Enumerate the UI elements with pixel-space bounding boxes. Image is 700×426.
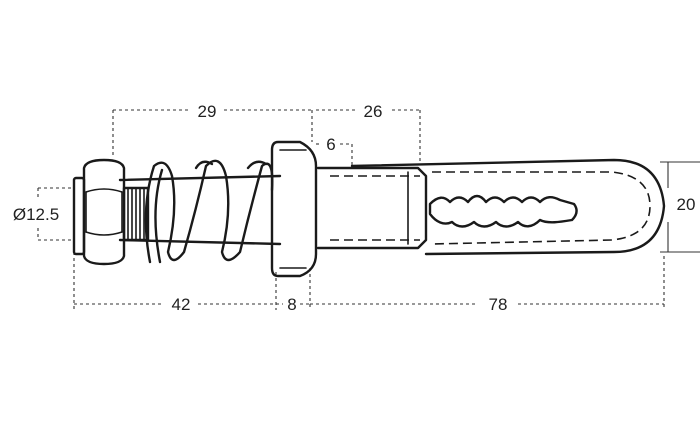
coil-spring bbox=[144, 159, 274, 264]
hex-nut bbox=[72, 158, 126, 266]
dim-29-label: 29 bbox=[198, 102, 217, 121]
dim-42-label: 42 bbox=[172, 295, 191, 314]
dim-8-label: 8 bbox=[287, 295, 296, 314]
dim-78-label: 78 bbox=[489, 295, 508, 314]
dim-20-label: 20 bbox=[677, 195, 696, 214]
dim-diameter-label: Ø12.5 bbox=[13, 205, 59, 224]
dim-26-label: 26 bbox=[364, 102, 383, 121]
dim-6-label: 6 bbox=[326, 135, 335, 154]
thread bbox=[122, 186, 150, 242]
dimension-lines bbox=[37, 109, 700, 310]
pin-body bbox=[118, 158, 666, 256]
collar-flange bbox=[270, 140, 318, 278]
